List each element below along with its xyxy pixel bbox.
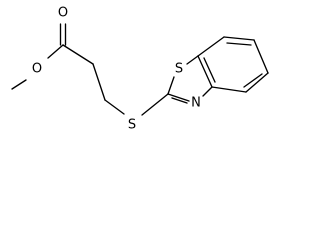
bond-thioether-sulfur-to-c2 — [141, 93, 169, 116]
bond-carbonyl-to-alpha-carbon — [62, 44, 94, 65]
bond-c2-to-ring-nitrogen — [167, 93, 190, 102]
carbonyl-oxygen-label: O — [58, 6, 68, 21]
bond-ring-nitrogen-to-c3a — [202, 86, 213, 97]
chemical-structure-diagram: O O S S N — [0, 0, 273, 137]
bond-c7-to-c6 — [223, 36, 255, 41]
bond-beta-carbon-to-thioether-sulfur — [104, 99, 125, 115]
atom-labels: O O S S N — [32, 6, 201, 133]
bond-c7a-to-c7 — [197, 36, 225, 57]
ester-oxygen-label: O — [32, 62, 42, 77]
ester-bonds — [11, 23, 169, 116]
bond-c7a-c3a-inner-double — [203, 57, 216, 83]
bond-c2-to-ring-sulfur — [167, 76, 175, 95]
ring-nitrogen-label: N — [191, 96, 201, 111]
bond-c7-c6-inner-double — [226, 42, 252, 46]
bond-methyl-to-ester-oxygen — [11, 79, 27, 90]
ring-sulfur-label: S — [175, 62, 183, 77]
bond-c5-to-c4 — [245, 72, 269, 93]
bond-c4-to-c3a — [211, 86, 247, 93]
thioether-sulfur-label: S — [128, 118, 136, 133]
bond-ester-oxygen-to-carbonyl-carbon — [47, 44, 64, 59]
bond-ring-sulfur-to-c7a — [186, 55, 199, 65]
bond-c5-c4-inner-double — [243, 73, 263, 88]
bond-c6-to-c5 — [253, 39, 269, 74]
thiazole-ring-bonds — [167, 55, 213, 104]
bond-c2-ring-nitrogen-inner — [171, 97, 188, 104]
benzene-ring-bonds — [197, 36, 269, 93]
bond-alpha-to-beta-carbon — [92, 63, 106, 101]
bond-c7a-to-c3a — [197, 55, 213, 88]
